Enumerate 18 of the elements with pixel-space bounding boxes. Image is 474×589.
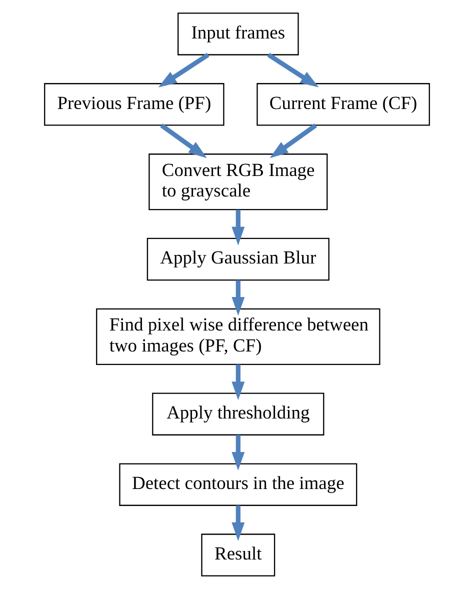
- node-box: Find pixel wise difference between two images (PF, CF): [96, 308, 380, 365]
- node-box: Result: [201, 534, 276, 576]
- arrow: [232, 280, 245, 316]
- arrow: [267, 52, 319, 88]
- arrow: [270, 123, 318, 158]
- node-box: Previous Frame (PF): [44, 83, 224, 126]
- arrow: [160, 123, 207, 158]
- arrow: [232, 434, 245, 470]
- arrow: [232, 210, 245, 246]
- node-box: Detect contours in the image: [119, 463, 358, 506]
- arrow: [232, 505, 245, 541]
- node-box: Current Frame (CF): [256, 83, 430, 126]
- node-box: Apply thresholding: [152, 392, 324, 436]
- node-box: Input frames: [178, 12, 299, 56]
- node-box: Apply Gaussian Blur: [146, 238, 330, 281]
- arrow: [232, 364, 245, 400]
- arrow: [158, 52, 210, 88]
- node-box: Convert RGB Image to grayscale: [148, 154, 328, 210]
